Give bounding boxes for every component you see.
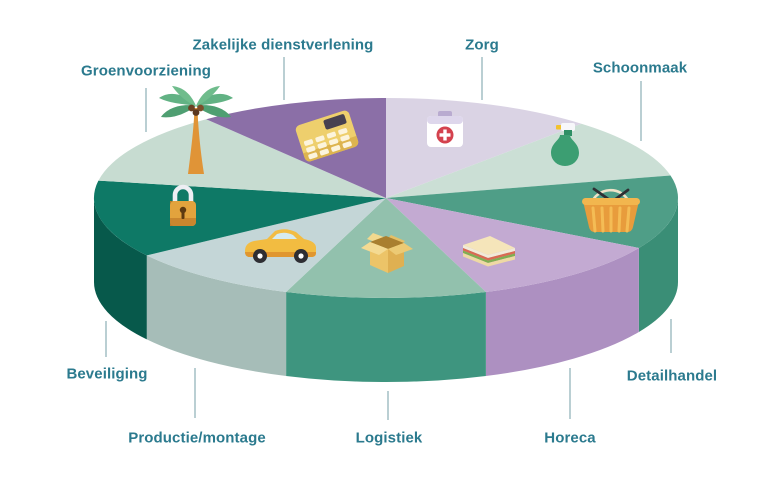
- spray-bottle-icon: [551, 123, 579, 166]
- first-aid-kit-icon: [427, 111, 463, 147]
- slice-label-zorg: Zorg: [465, 36, 499, 54]
- slice-top-beveiliging: [93, 180, 386, 256]
- sandwich-icon: [463, 236, 515, 267]
- slice-side-logistiek: [286, 292, 486, 383]
- slice-label-beveiliging: Beveiliging: [66, 365, 148, 383]
- shopping-basket-icon: [582, 187, 640, 233]
- palm-tree-icon: [159, 86, 233, 174]
- slice-side-beveiliging: [93, 198, 147, 340]
- slice-label-detailhandel: Detailhandel: [626, 367, 718, 385]
- slice-top-groenvoorziening: [98, 119, 387, 198]
- slice-label-schoonmaak: Schoonmaak: [592, 59, 688, 77]
- slice-label-zakelijke-dienstverlening: Zakelijke dienstverlening: [192, 36, 374, 54]
- slice-top-schoonmaak: [386, 123, 671, 198]
- slice-label-horeca: Horeca: [544, 429, 596, 447]
- calculator-icon: [295, 110, 359, 162]
- slice-top-horeca: [386, 198, 639, 292]
- slice-side-horeca: [485, 248, 639, 376]
- cardboard-box-icon: [361, 233, 413, 273]
- slice-side-detailhandel: [638, 198, 678, 332]
- slice-label-groenvoorziening: Groenvoorziening: [81, 62, 211, 80]
- slice-label-productie-montage: Productie/montage: [128, 429, 266, 447]
- slice-side-productie-montage: [146, 255, 287, 376]
- slice-label-logistiek: Logistiek: [355, 429, 423, 447]
- car-icon: [245, 229, 316, 263]
- padlock-icon: [170, 184, 196, 226]
